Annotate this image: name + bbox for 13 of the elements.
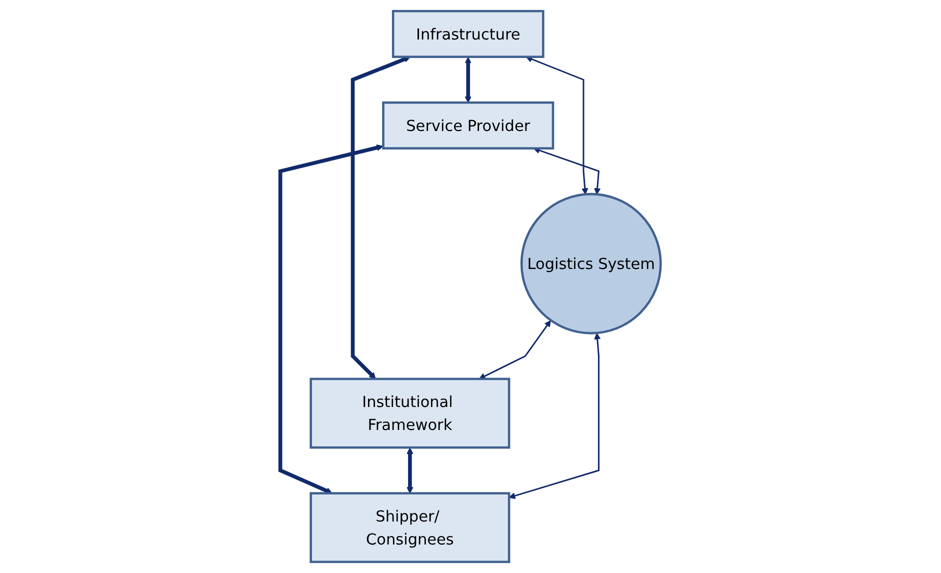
arrow <box>278 144 384 494</box>
node-circle: Logistics System <box>520 192 662 334</box>
arrow <box>526 56 588 195</box>
arrow <box>464 56 472 103</box>
arrow <box>406 448 414 494</box>
arrow <box>508 332 601 500</box>
node-box: Shipper/ Consignees <box>310 492 510 564</box>
node-box: Infrastructure <box>392 10 544 58</box>
node-box: Service Provider <box>382 101 554 150</box>
arrow <box>533 147 601 195</box>
node-box: Institutional Framework <box>310 378 510 449</box>
arrow <box>350 56 410 380</box>
arrow <box>478 320 551 380</box>
